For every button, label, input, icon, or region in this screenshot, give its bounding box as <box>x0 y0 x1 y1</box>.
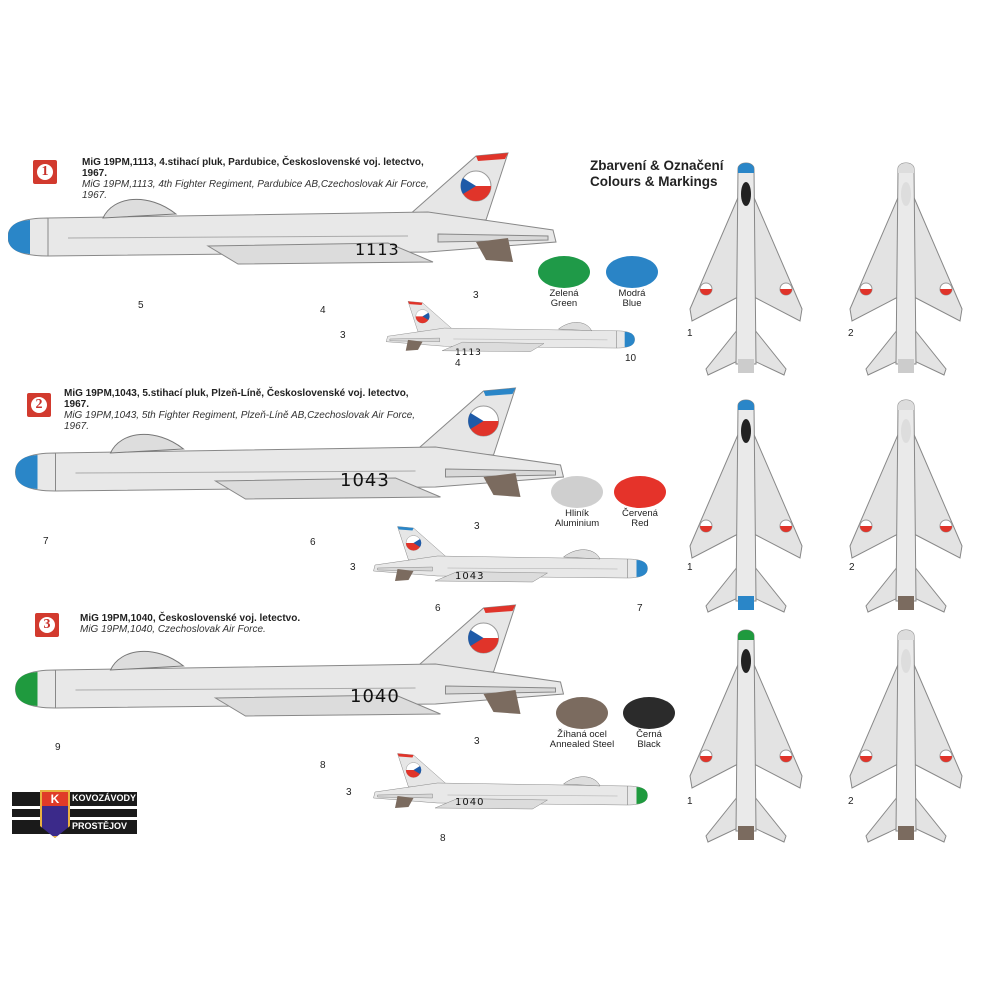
aircraft-3-bottom-view <box>826 625 986 847</box>
swatch-annealed-steel <box>556 697 608 729</box>
serial-small-1040: 1040 <box>455 797 485 808</box>
aircraft-2-bottom-view <box>826 395 986 617</box>
swatch-green <box>538 256 590 288</box>
label-cz: Hliník <box>565 508 589 519</box>
aircraft-1-bottom-view <box>826 158 986 380</box>
callout-3: 3 <box>350 562 356 573</box>
logo-letter: K <box>42 792 68 806</box>
swatch-circle <box>614 476 666 508</box>
label-en: Black <box>637 739 661 750</box>
label-en: Green <box>550 298 578 309</box>
scheme-1-caption: MiG 19PM,1113, 4.stihací pluk, Pardubice… <box>82 157 429 201</box>
callout-3: 3 <box>474 736 480 747</box>
callout-3: 3 <box>474 521 480 532</box>
caption-year-en: 1967. <box>64 421 90 432</box>
swatch-circle <box>623 697 675 729</box>
aircraft-2-right-side-view <box>373 526 648 583</box>
logo-line2: PROSTĚJOV <box>72 821 128 831</box>
label-en: Annealed Steel <box>549 739 615 750</box>
callout-3: 3 <box>473 290 479 301</box>
aircraft-3-top-view <box>666 625 826 847</box>
label-en: Red <box>631 518 649 529</box>
colours-markings-title: Zbarvení & Označení Colours & Markings <box>590 158 724 190</box>
scheme-3-caption: MiG 19PM,1040, Československé voj. letec… <box>80 613 300 635</box>
callout-1: 1 <box>687 328 693 339</box>
serial-1043: 1043 <box>340 470 390 491</box>
aircraft-3-right-side-view <box>373 753 648 810</box>
label-cz: Červená <box>622 508 658 519</box>
caption-year-en: 1967. <box>82 190 108 201</box>
scheme-3-badge: 3 <box>35 613 59 637</box>
callout-5: 5 <box>138 300 144 311</box>
label-cz: Modrá <box>618 288 646 299</box>
caption-year-cz: 1967. <box>82 168 108 179</box>
callout-8: 8 <box>320 760 326 771</box>
aircraft-1-side-view <box>8 150 558 300</box>
scheme-1-badge: 1 <box>33 160 57 184</box>
callout-6: 6 <box>435 603 441 614</box>
swatch-blue <box>606 256 658 288</box>
swatch-aluminium <box>551 476 603 508</box>
caption-en: MiG 19PM,1043, 5th Fighter Regiment, Plz… <box>64 410 416 421</box>
badge-number: 3 <box>39 617 55 633</box>
label-en: Blue <box>622 298 642 309</box>
callout-8: 8 <box>440 833 446 844</box>
callout-10: 10 <box>625 353 637 364</box>
callout-7: 7 <box>43 536 49 547</box>
title-cz: Zbarvení & Označení <box>590 158 724 173</box>
logo-shield: K <box>40 790 70 838</box>
callout-2: 2 <box>848 796 854 807</box>
badge-number: 2 <box>31 397 47 413</box>
caption-en: MiG 19PM,1040, Czechoslovak Air Force. <box>80 624 266 635</box>
swatch-circle <box>606 256 658 288</box>
swatch-circle <box>556 697 608 729</box>
aircraft-1-top-view <box>666 158 826 380</box>
label-en: Aluminium <box>554 518 600 529</box>
kovozavody-prostejov-logo: K KOVOZÁVODY PROSTĚJOV <box>12 790 137 838</box>
serial-small-1113: 1113 <box>455 348 482 358</box>
caption-en: MiG 19PM,1113, 4th Fighter Regiment, Par… <box>82 179 429 190</box>
serial-1040: 1040 <box>350 686 400 707</box>
scheme-2-badge: 2 <box>27 393 51 417</box>
callout-4: 4 <box>320 305 326 316</box>
swatch-circle <box>551 476 603 508</box>
callout-4: 4 <box>455 358 461 369</box>
callout-9: 9 <box>55 742 61 753</box>
callout-6: 6 <box>310 537 316 548</box>
callout-1: 1 <box>687 796 693 807</box>
aircraft-2-top-view <box>666 395 826 617</box>
callout-2: 2 <box>848 328 854 339</box>
title-en: Colours & Markings <box>590 174 718 189</box>
aircraft-2-side-view <box>8 385 573 535</box>
label-cz: Žíhaná ocel <box>557 729 607 740</box>
callout-2: 2 <box>849 562 855 573</box>
caption-cz: MiG 19PM,1043, 5.stihací pluk, Plzeň-Lín… <box>64 388 409 399</box>
caption-cz: MiG 19PM,1113, 4.stihací pluk, Pardubice… <box>82 157 424 168</box>
callout-7: 7 <box>637 603 643 614</box>
swatch-red <box>614 476 666 508</box>
callout-3: 3 <box>346 787 352 798</box>
callout-1: 1 <box>687 562 693 573</box>
aircraft-1-right-side-view <box>385 301 635 352</box>
caption-year-cz: 1967. <box>64 399 90 410</box>
serial-small-1043: 1043 <box>455 571 485 582</box>
swatch-black <box>623 697 675 729</box>
aircraft-3-side-view <box>8 602 573 752</box>
scheme-2-caption: MiG 19PM,1043, 5.stihací pluk, Plzeň-Lín… <box>64 388 415 432</box>
label-cz: Zelená <box>549 288 579 299</box>
label-cz: Černá <box>636 729 662 740</box>
serial-1113: 1113 <box>355 240 400 259</box>
badge-number: 1 <box>37 164 53 180</box>
logo-line1: KOVOZÁVODY <box>72 793 137 803</box>
swatch-circle <box>538 256 590 288</box>
caption-cz: MiG 19PM,1040, Československé voj. letec… <box>80 613 301 624</box>
callout-3: 3 <box>340 330 346 341</box>
